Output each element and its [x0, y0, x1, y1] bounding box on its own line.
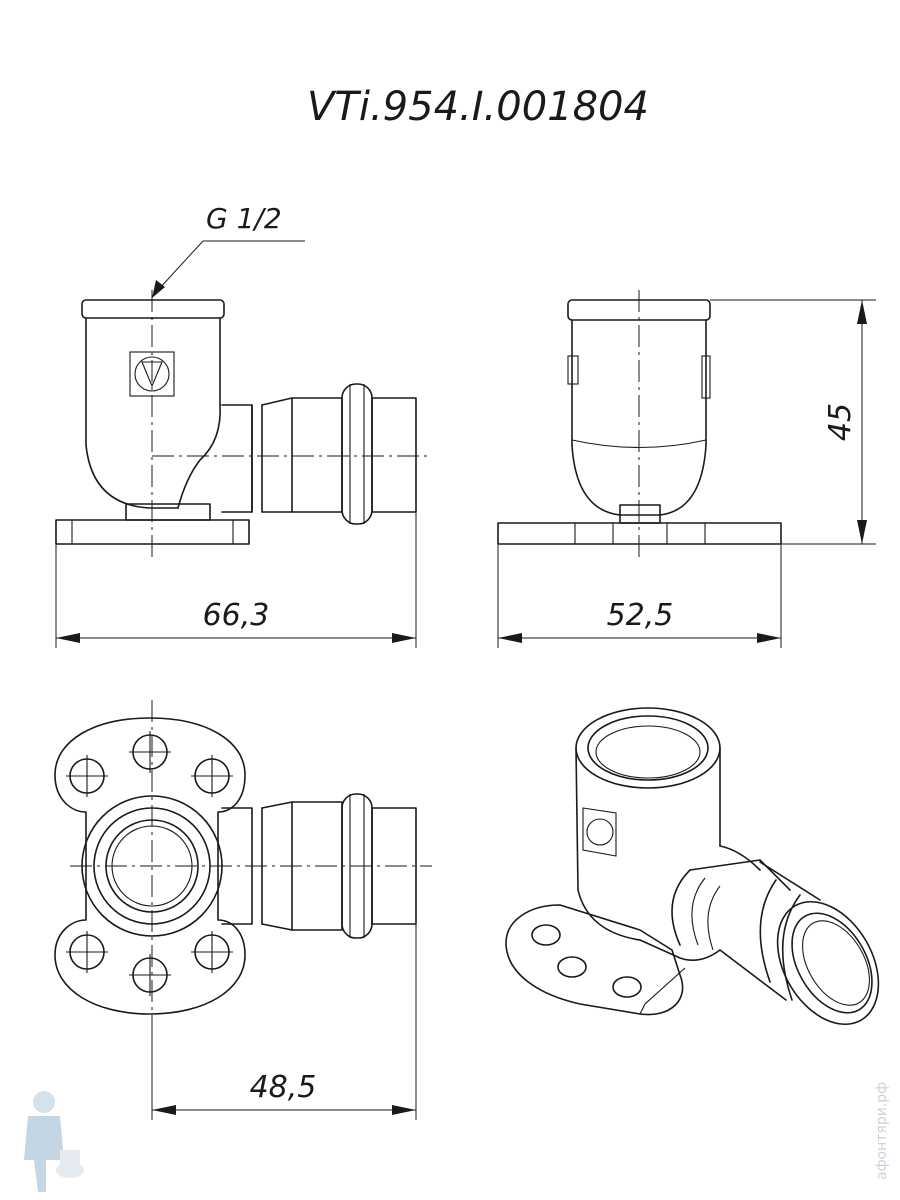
side-view	[497, 290, 782, 560]
dim-top-width-label: 48,5	[250, 1070, 317, 1105]
mounting-hole-icon	[191, 755, 233, 797]
watermark-text: афонтяри.рф	[874, 1082, 890, 1180]
dim-height-label: 45	[823, 403, 858, 441]
isometric-view	[505, 707, 880, 1026]
mounting-hole-icon	[191, 931, 233, 973]
mounting-hole-icon	[66, 931, 108, 973]
mounting-hole-icon	[129, 954, 171, 996]
dimension-top-width	[151, 924, 417, 1120]
thread-size-label: G 1/2	[206, 202, 282, 235]
dimension-side-width	[497, 544, 782, 648]
top-view	[54, 700, 432, 1030]
thread-leader	[152, 240, 305, 298]
drawing-title: VTi.954.I.001804	[307, 84, 649, 130]
mounting-hole-icon	[66, 755, 108, 797]
dim-front-width-label: 66,3	[203, 598, 270, 633]
front-view	[55, 290, 432, 560]
brand-logo-icon	[582, 807, 617, 857]
dimension-height	[710, 299, 876, 545]
plumber-mascot-icon	[24, 1091, 84, 1192]
mounting-hole-icon	[129, 731, 171, 773]
dimension-front-width	[55, 400, 417, 648]
dim-side-width-label: 52,5	[607, 598, 674, 633]
